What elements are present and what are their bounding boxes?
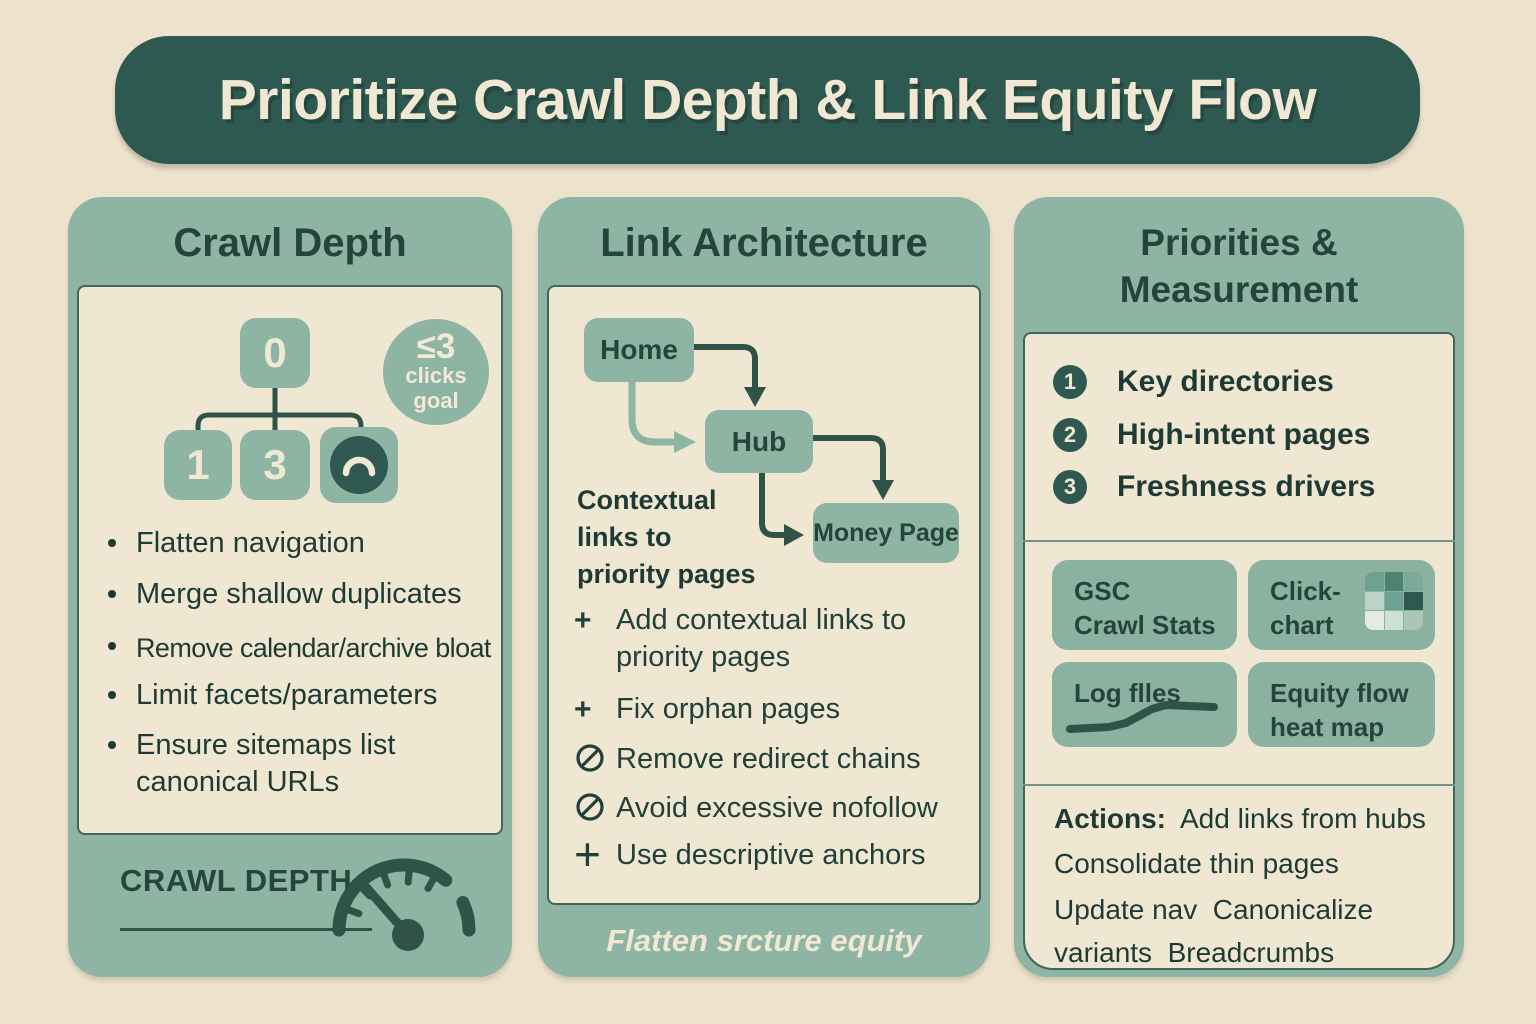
item-text: Fix orphan pages <box>616 693 841 725</box>
bullet-text: Limit facets/parameters <box>136 679 438 711</box>
section-divider <box>1023 540 1455 542</box>
tool-label: Click- <box>1270 576 1341 606</box>
priorities-body <box>1023 332 1455 970</box>
tool-label: heat map <box>1270 712 1385 742</box>
list-item: + Add contextual links to priority pages <box>574 602 926 676</box>
actions-line: Consolidate thin pages <box>1054 848 1339 879</box>
no-entry-icon <box>574 790 616 822</box>
item-text: Remove redirect chains <box>616 743 921 775</box>
flow-node-hub: Hub <box>705 410 813 473</box>
priority-item: 1 Key directories <box>1053 365 1334 399</box>
number-badge: 3 <box>1053 470 1087 504</box>
tool-label: chart <box>1270 610 1334 640</box>
bullet-text: Remove calendar/archive bloat <box>136 633 491 663</box>
flow-caption: Contextual <box>577 485 717 515</box>
list-item: Remove calendar/archive bloat <box>108 628 491 667</box>
tree-node-root: 0 <box>240 318 310 388</box>
bullet-text: Merge shallow duplicates <box>136 578 462 610</box>
actions-text: Add links from hubs <box>1180 803 1426 834</box>
tree-node-gauge <box>320 427 398 503</box>
priority-label: Key directories <box>1117 365 1334 398</box>
tool-label: Crawl Stats <box>1074 610 1216 640</box>
tool-label: Equity flow <box>1270 678 1409 708</box>
plus-thin-icon: + <box>574 828 601 880</box>
priorities-header-line2: Measurement <box>1119 269 1359 310</box>
item-text: Use descriptive anchors <box>616 839 926 871</box>
actions-line: Update nav Canonicalize <box>1054 894 1374 925</box>
tool-chip-log-files: Log flles <box>1052 662 1237 747</box>
flow-node-hub-label: Hub <box>731 425 787 457</box>
priority-item: 2 High-intent pages <box>1053 418 1370 452</box>
flow-node-home-label: Home <box>600 334 678 365</box>
actions-line: variants Breadcrumbs <box>1054 937 1335 968</box>
item-text: Add contextual links to priority pages <box>616 604 907 673</box>
no-entry-icon <box>574 741 616 773</box>
number-badge: 2 <box>1053 418 1087 452</box>
clicks-goal-value: ≤3 <box>416 327 456 366</box>
bullet-text: Ensure sitemaps list canonical URLs <box>136 729 396 798</box>
list-item: Avoid excessive nofollow <box>574 790 938 827</box>
flow-node-home: Home <box>584 318 694 382</box>
heatmap-grid-icon <box>1365 572 1423 630</box>
tool-chip-click-chart: Click- chart <box>1248 560 1435 650</box>
tree-node-1-label: 1 <box>186 441 210 488</box>
link-architecture-footer-label: Flatten srcture equity <box>606 923 922 958</box>
flow-caption: priority pages <box>577 559 756 589</box>
list-item: + Fix orphan pages <box>574 691 840 728</box>
priorities-card: Priorities & Measurement 1 Key directori… <box>1014 197 1464 977</box>
actions-label: Actions: <box>1054 803 1166 834</box>
plus-icon: + <box>574 693 592 726</box>
tool-chip-equity-flow-heat-map: Equity flow heat map <box>1248 662 1435 747</box>
priorities-header-line1: Priorities & <box>1140 222 1338 263</box>
link-architecture-body <box>547 285 981 905</box>
list-item: Flatten navigation <box>108 525 365 562</box>
mini-gauge-icon <box>330 436 388 494</box>
tree-node-root-label: 0 <box>263 329 287 376</box>
page-title: Prioritize Crawl Depth & Link Equity Flo… <box>218 68 1317 132</box>
list-item: Limit facets/parameters <box>108 677 437 714</box>
priorities-header: Priorities & Measurement <box>1014 219 1464 313</box>
link-architecture-card: Link Architecture Home Hub Money Page Co… <box>538 197 990 977</box>
tool-label: GSC <box>1074 576 1131 606</box>
tool-chip-gsc-crawl-stats: GSC Crawl Stats <box>1052 560 1237 650</box>
list-item: Ensure sitemaps list canonical URLs <box>108 727 446 801</box>
section-divider <box>1023 784 1455 786</box>
footer-underline <box>120 928 372 931</box>
bullet-dot-icon <box>108 691 116 699</box>
crawl-depth-header: Crawl Depth <box>173 221 407 265</box>
bullet-dot-icon <box>108 590 116 598</box>
bullet-dot-icon <box>108 642 116 650</box>
tree-node-3: 3 <box>240 430 310 500</box>
plus-icon: + <box>574 604 592 637</box>
bullet-dot-icon <box>108 539 116 547</box>
tree-node-3-label: 3 <box>263 441 287 488</box>
priority-label: Freshness drivers <box>1117 470 1376 503</box>
clicks-goal-badge: ≤3 clicks goal <box>383 319 489 425</box>
priority-item: 3 Freshness drivers <box>1053 470 1375 504</box>
tree-node-1: 1 <box>164 430 232 500</box>
clicks-goal-line3: goal <box>413 388 459 413</box>
flow-caption: links to <box>577 522 672 552</box>
actions-line: Actions: Add links from hubs <box>1054 803 1439 835</box>
flow-node-money-page-label: Money Page <box>813 518 959 547</box>
priority-label: High-intent pages <box>1117 418 1371 451</box>
bullet-text: Flatten navigation <box>136 527 365 559</box>
title-banner: Prioritize Crawl Depth & Link Equity Flo… <box>115 36 1420 164</box>
list-item: Merge shallow duplicates <box>108 576 462 613</box>
flow-node-money-page: Money Page <box>813 503 959 563</box>
bullet-dot-icon <box>108 741 116 749</box>
crawl-depth-card: Crawl Depth 0 1 3 ≤3 clicks goal Flatten… <box>68 197 512 977</box>
link-architecture-header: Link Architecture <box>600 221 928 265</box>
item-text: Avoid excessive nofollow <box>616 792 938 824</box>
crawl-depth-footer-label: CRAWL DEPTH <box>120 863 353 898</box>
list-item: + Use descriptive anchors <box>574 828 926 880</box>
tool-label: Log flles <box>1074 678 1181 708</box>
speedometer-icon <box>332 858 476 951</box>
clicks-goal-line2: clicks <box>405 363 467 388</box>
list-item: Remove redirect chains <box>574 741 921 778</box>
number-badge: 1 <box>1053 365 1087 399</box>
